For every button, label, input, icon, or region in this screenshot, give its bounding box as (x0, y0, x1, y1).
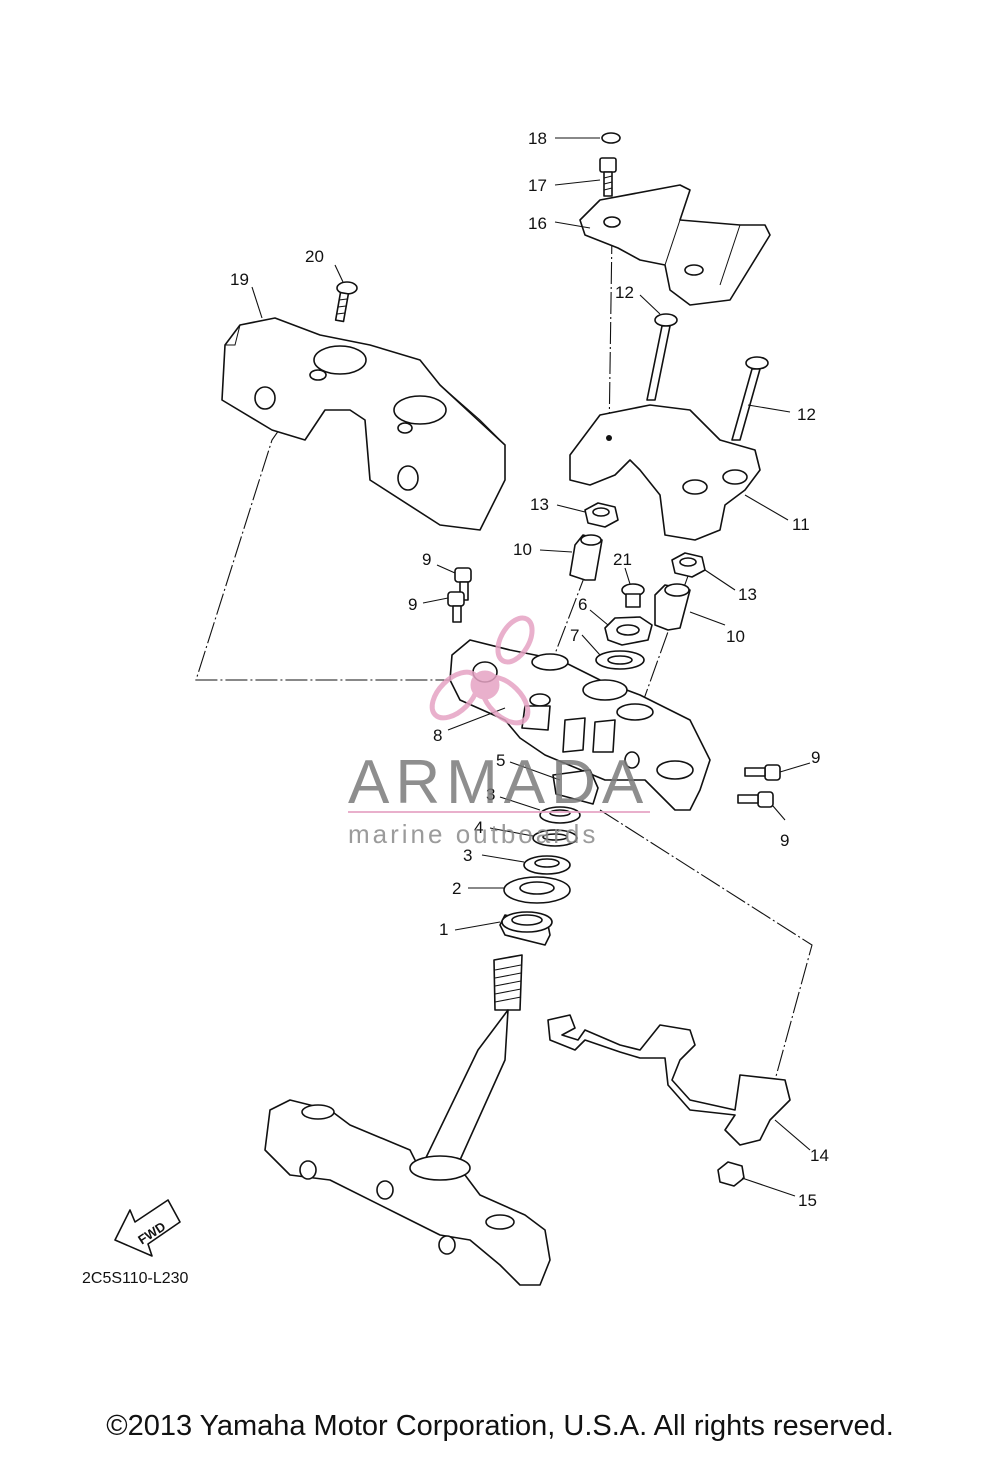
part-4-lock-washer (532, 829, 578, 847)
callout-3-a: 3 (486, 785, 495, 804)
callout-11: 11 (792, 515, 810, 534)
callout-9-d: 9 (780, 831, 789, 850)
callout-18: 18 (528, 129, 547, 148)
drawing-code: 2C5S110-L230 (82, 1270, 189, 1287)
callout-10-a: 10 (513, 540, 532, 559)
part-21-collar (621, 583, 645, 608)
part-11-lower-clamp (569, 404, 761, 541)
armada-logo-icon (429, 615, 535, 726)
part-5-washer (552, 769, 599, 805)
leader-lines (251, 137, 811, 1197)
callout-20: 20 (305, 247, 324, 266)
callout-5: 5 (496, 751, 505, 770)
callout-13-a: 13 (530, 495, 549, 514)
callout-12-a: 12 (615, 283, 634, 302)
part-15-nut (717, 1161, 745, 1187)
part-2-dust-seal (503, 876, 571, 904)
callout-1: 1 (439, 920, 448, 939)
callout-16: 16 (528, 214, 547, 233)
watermark-brand: ARMADA (348, 748, 649, 817)
part-19-cover (221, 317, 506, 531)
callout-9-a: 9 (422, 550, 431, 569)
callout-17: 17 (528, 176, 547, 195)
callout-3-b: 3 (463, 846, 472, 865)
callout-15: 15 (798, 1191, 817, 1210)
part-12-bolts (646, 313, 769, 441)
part-16-upper-clamp (579, 184, 771, 306)
steering-stem (264, 954, 551, 1286)
callout-labels: 18 17 16 20 19 12 12 13 10 11 21 9 9 13 … (230, 129, 829, 1210)
callout-9-b: 9 (408, 595, 417, 614)
callout-12-b: 12 (797, 405, 816, 424)
callout-21: 21 (613, 550, 632, 569)
part-3-ring-nut-lower (523, 855, 571, 875)
copyright-footer: ©2013 Yamaha Motor Corporation, U.S.A. A… (106, 1410, 894, 1442)
callout-13-b: 13 (738, 585, 757, 604)
callout-7: 7 (570, 626, 579, 645)
callout-19: 19 (230, 270, 249, 289)
fwd-arrow-icon: FWD (114, 1199, 181, 1257)
part-7-washer (595, 650, 645, 670)
callout-14: 14 (810, 1146, 829, 1165)
watermark-tagline: marine outboards (348, 819, 598, 849)
callout-2: 2 (452, 879, 461, 898)
part-8-upper-bracket (449, 639, 711, 811)
part-9-bolts (447, 567, 781, 808)
part-17-bolt (599, 157, 617, 197)
part-6-nut (604, 616, 653, 646)
callout-10-b: 10 (726, 627, 745, 646)
callout-6: 6 (578, 595, 587, 614)
callout-9-c: 9 (811, 748, 820, 767)
callout-8: 8 (433, 726, 442, 745)
callout-4: 4 (474, 818, 483, 837)
part-20-bolt (334, 281, 358, 323)
watermark: ARMADA marine outboards (348, 615, 650, 849)
part-1-bearing (499, 911, 553, 946)
part-14-harness (547, 1014, 791, 1146)
part-10-bushings (569, 534, 691, 631)
part-18-cap (601, 132, 621, 144)
